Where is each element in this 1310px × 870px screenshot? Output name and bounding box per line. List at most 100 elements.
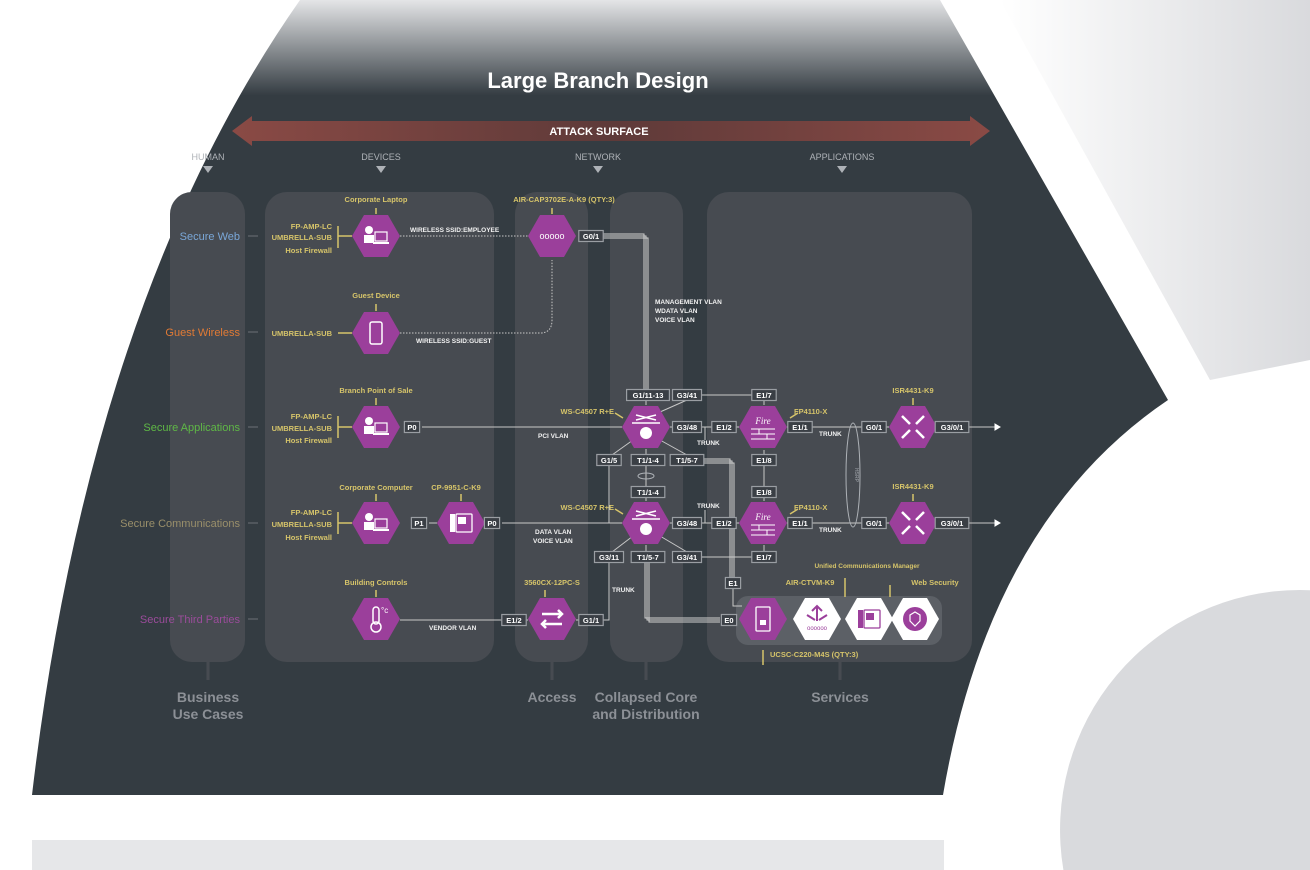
router-1-hex[interactable] xyxy=(889,406,937,448)
category-network: NETWORK xyxy=(575,152,621,162)
hexagon-shape xyxy=(352,598,400,640)
port-r1-g301: G3/0/1 xyxy=(934,420,970,434)
server-hex[interactable] xyxy=(739,598,787,640)
use-case-secure-web[interactable]: Secure Web xyxy=(180,231,240,243)
ctvm-hex[interactable]: oooooo xyxy=(793,598,841,640)
access-point-hex[interactable]: ooooo xyxy=(528,215,576,257)
hsrp-label: HSRP xyxy=(853,468,859,483)
port-asw-e12: E1/2 xyxy=(501,613,527,627)
port-box xyxy=(724,576,742,590)
person-laptop-icon xyxy=(364,513,389,531)
laptop-firewall: Host Firewall xyxy=(285,246,332,255)
thermostat-hex[interactable]: °c xyxy=(352,598,400,640)
port-fw2-e11: E1/1 xyxy=(787,516,813,530)
svg-text:oooooo: oooooo xyxy=(807,626,828,632)
port-ap-g01: G0/1 xyxy=(578,229,604,243)
layer-services: Services xyxy=(811,689,869,705)
controller-icon: oooooo xyxy=(806,604,828,632)
port-box xyxy=(711,420,737,434)
port-fw2-e17: E1/7 xyxy=(751,550,777,564)
page-title: Large Branch Design xyxy=(487,68,708,93)
port-box xyxy=(720,613,738,627)
layer-access: Access xyxy=(527,689,576,705)
port-srv-e1: E1 xyxy=(724,576,742,590)
hexagon-shape xyxy=(528,215,576,257)
port-r2-g301: G3/0/1 xyxy=(934,516,970,530)
label-ctvm: AIR-CTVM-K9 xyxy=(786,578,835,587)
use-case-guest-wireless[interactable]: Guest Wireless xyxy=(165,327,240,339)
pos-amp: FP-AMP-LC xyxy=(291,412,333,421)
pos-umbrella: UMBRELLA-SUB xyxy=(272,424,333,433)
port-fw2-e12: E1/2 xyxy=(711,516,737,530)
layer-labels: Business Use Cases Access Collapsed Core… xyxy=(173,689,869,722)
access-switch-hex[interactable] xyxy=(528,598,576,640)
access-point-icon: ooooo xyxy=(539,231,564,241)
use-cases: Secure Web Guest Wireless Secure Applica… xyxy=(120,231,258,626)
port-box xyxy=(410,516,428,530)
laptop-hex[interactable] xyxy=(352,215,400,257)
desk-phone-icon xyxy=(450,513,473,533)
vlan-wdata: WDATA VLAN xyxy=(655,308,698,315)
background-right-shape xyxy=(1000,0,1310,380)
label-corporate-laptop: Corporate Laptop xyxy=(345,195,408,204)
layer-core-1: Collapsed Core xyxy=(595,689,698,705)
port-label: G3/0/1 xyxy=(941,519,964,528)
ucm-hex[interactable] xyxy=(845,598,893,640)
label-corporate-computer: Corporate Computer xyxy=(339,483,412,492)
use-case-secure-communications[interactable]: Secure Communications xyxy=(120,518,240,530)
label-firewall-1: FP4110-X xyxy=(794,407,827,416)
vlan-voice-2: VOICE VLAN xyxy=(533,538,573,545)
port-box xyxy=(671,550,703,564)
port-box xyxy=(751,550,777,564)
laptop-amp: FP-AMP-LC xyxy=(291,222,333,231)
port-box xyxy=(751,453,777,467)
person-laptop-icon xyxy=(364,226,389,244)
label-core-switch-2: WS-C4507 R+E xyxy=(560,503,614,512)
label-server: UCSC-C220-M4S (QTY:3) xyxy=(770,650,859,659)
port-label: E1/2 xyxy=(716,423,731,432)
ip-phone-hex[interactable] xyxy=(437,502,485,544)
arrow-right-icon xyxy=(248,235,258,620)
category-applications: APPLICATIONS xyxy=(810,152,875,162)
port-box xyxy=(934,516,970,530)
port-label: E1/8 xyxy=(756,488,771,497)
server-lock-icon xyxy=(755,606,771,632)
use-case-secure-applications[interactable]: Secure Applications xyxy=(143,422,240,434)
port-sw2-t15-7: T1/5-7 xyxy=(630,550,666,564)
guest-device-hex[interactable] xyxy=(352,312,400,354)
core-switch-2-hex[interactable] xyxy=(622,502,670,544)
port-sw1-g15: G1/5 xyxy=(596,453,622,467)
port-box xyxy=(630,485,666,499)
trunk-label-3: TRUNK xyxy=(819,431,842,438)
port-sw2-t11-4: T1/1-4 xyxy=(630,485,666,499)
firewall-2-hex[interactable]: Fire xyxy=(739,502,787,544)
port-box xyxy=(625,388,670,402)
endpoint-brackets xyxy=(337,208,914,665)
port-box xyxy=(861,516,887,530)
core-switch-1-hex[interactable] xyxy=(622,406,670,448)
port-label: P0 xyxy=(487,519,496,528)
use-case-secure-third-parties[interactable]: Secure Third Parties xyxy=(140,614,241,626)
vlan-voice: VOICE VLAN xyxy=(655,317,695,324)
hexagon-shape xyxy=(352,215,400,257)
pos-firewall: Host Firewall xyxy=(285,436,332,445)
port-label: E1 xyxy=(728,579,737,588)
router-icon xyxy=(901,511,925,535)
label-core-switch-1: WS-C4507 R+E xyxy=(560,407,614,416)
trunk-label-2: TRUNK xyxy=(697,503,720,510)
pos-hex[interactable] xyxy=(352,406,400,448)
port-sw1-g1-11-13: G1/11-13 xyxy=(625,388,670,402)
port-box xyxy=(596,453,622,467)
firewall-1-hex[interactable]: Fire xyxy=(739,406,787,448)
attack-surface-label: ATTACK SURFACE xyxy=(549,126,648,138)
computer-hex[interactable] xyxy=(352,502,400,544)
web-security-hex[interactable] xyxy=(891,598,939,640)
router-2-hex[interactable] xyxy=(889,502,937,544)
port-label: G0/1 xyxy=(583,232,599,241)
shield-globe-icon xyxy=(903,607,927,631)
label-access-point: AIR-CAP3702E-A-K9 (QTY:3) xyxy=(513,195,615,204)
label-building-controls: Building Controls xyxy=(345,578,408,587)
arrows-switch-icon xyxy=(540,609,564,629)
vlan-ssid-guest: WIRELESS SSID:GUEST xyxy=(416,338,492,345)
